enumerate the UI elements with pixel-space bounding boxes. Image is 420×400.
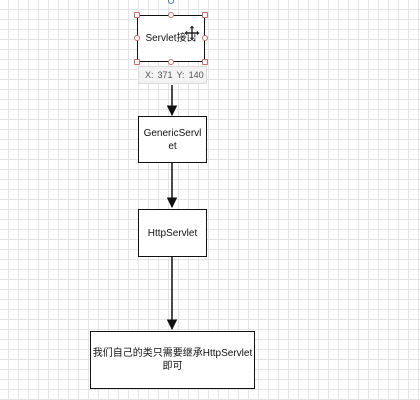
coord-y-value: 140 — [188, 70, 204, 80]
node-http-label: HttpServlet — [147, 227, 198, 239]
node-generic-servlet[interactable]: GenericServl et — [138, 116, 207, 163]
node-note-line-1: 我们自己的类只需要继承HttpServlet — [92, 348, 253, 359]
resize-handle-top-right[interactable] — [202, 12, 208, 18]
coord-x-label: X: — [145, 70, 154, 80]
resize-handle-left[interactable] — [134, 35, 140, 41]
resize-handle-bottom-right[interactable] — [202, 59, 208, 65]
resize-handle-right[interactable] — [202, 35, 208, 41]
coord-x-value: 371 — [157, 70, 173, 80]
node-http-servlet[interactable]: HttpServlet — [138, 209, 207, 257]
node-note-line-2: 即可 — [162, 361, 183, 372]
resize-handle-top[interactable] — [168, 12, 174, 18]
node-generic-line-1: GenericServl — [143, 127, 202, 139]
resize-handle-bottom[interactable] — [168, 59, 174, 65]
resize-handle-bottom-left[interactable] — [134, 59, 140, 65]
move-cursor-icon — [183, 24, 201, 42]
rotate-handle[interactable] — [168, 0, 174, 4]
coord-y-label: Y: — [176, 70, 185, 80]
node-generic-line-2: et — [168, 140, 177, 152]
node-servlet-label: Servlet接口 — [145, 33, 197, 44]
node-note[interactable]: 我们自己的类只需要继承HttpServlet 即可 — [90, 331, 255, 389]
resize-handle-top-left[interactable] — [134, 12, 140, 18]
